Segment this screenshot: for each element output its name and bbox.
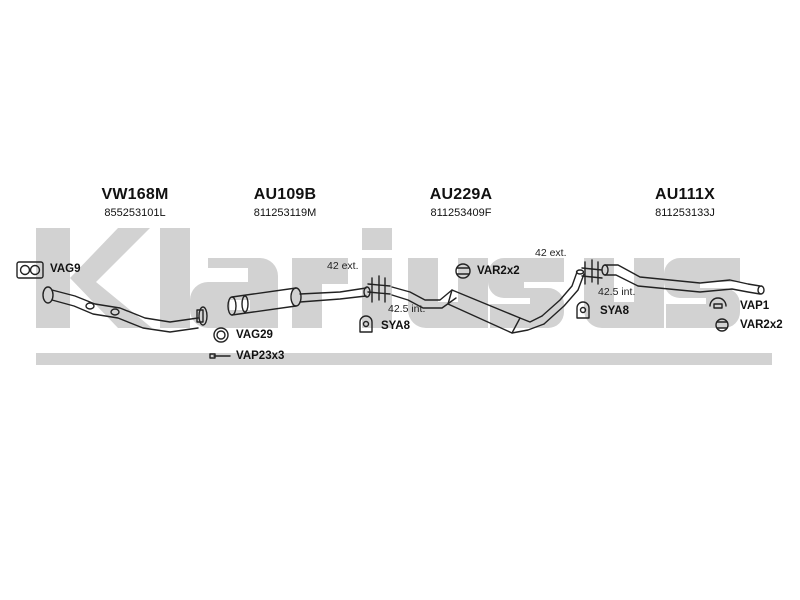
label-vag29: VAG29 (236, 329, 273, 341)
label-vap1: VAP1 (740, 300, 770, 312)
part-code: VW168M (101, 186, 169, 203)
middle-silencer-au109b-icon (227, 286, 371, 316)
tail-pipe-au111x-icon (601, 264, 765, 295)
part-number: 811253119M (253, 207, 317, 219)
rubber-var2x2-b-icon (715, 318, 729, 332)
part-au111x: AU111X 811253133J (620, 186, 750, 219)
part-au109b: AU109B 811253119M (220, 186, 350, 219)
dim-int-a: 42.5 int. (388, 303, 426, 315)
hanger-sya8-a-icon (359, 315, 373, 333)
clamp-joint-a-icon (367, 275, 391, 303)
dim-ext-b: 42 ext. (535, 247, 567, 259)
label-sya8-b: SYA8 (600, 305, 629, 317)
hanger-sya8-b-icon (576, 301, 590, 319)
label-vap23x3: VAP23x3 (236, 350, 285, 362)
part-number: 811253409F (430, 207, 492, 219)
bolt-vap23x3-icon (209, 353, 231, 359)
label-sya8-a: SYA8 (381, 320, 410, 332)
label-vag9: VAG9 (50, 263, 81, 275)
front-pipe-vw168m-icon (42, 286, 208, 333)
part-number: 811253133J (655, 207, 715, 219)
label-var2x2-a: VAR2x2 (477, 265, 520, 277)
part-code: AU229A (429, 186, 493, 203)
part-code: AU109B (253, 186, 317, 203)
part-number: 855253101L (104, 207, 166, 219)
part-au229a: AU229A 811253409F (396, 186, 526, 219)
gasket-vag9-icon (16, 261, 44, 279)
dim-ext-a: 42 ext. (327, 260, 359, 272)
part-code: AU111X (655, 186, 715, 203)
ring-vag29-icon (213, 327, 229, 343)
dim-int-b: 42.5 int. (598, 286, 636, 298)
label-var2x2-b: VAR2x2 (740, 319, 783, 331)
rear-silencer-au229a-icon (391, 269, 585, 334)
part-vw168m: VW168M 855253101L (70, 186, 200, 219)
hanger-vap1-icon (709, 297, 727, 309)
clamp-joint-b-icon (581, 259, 603, 285)
rubber-var2x2-a-icon (455, 263, 471, 279)
